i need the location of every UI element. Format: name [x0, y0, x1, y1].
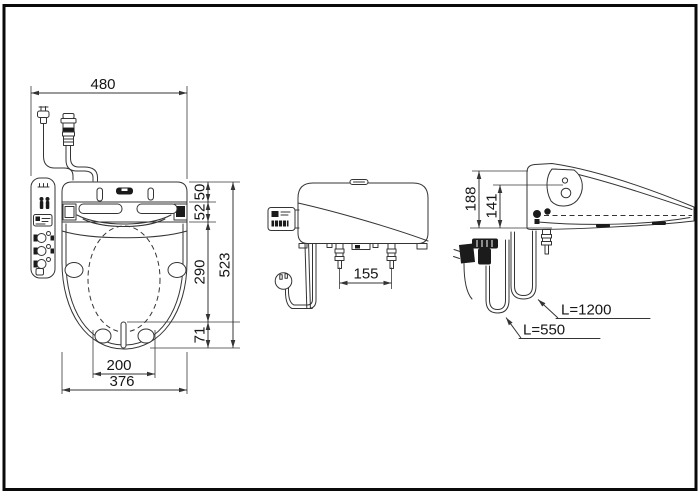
power-plug-front-icon [274, 272, 293, 290]
side-view: 188 141 L=1200 L=550 [453, 163, 695, 339]
hinge-bracket [546, 168, 583, 207]
side-control-panel [267, 207, 300, 231]
dim-overall-height: 188 [463, 186, 480, 211]
dim-hinge-height: 141 [484, 193, 501, 218]
front-view: 155 [267, 179, 429, 309]
water-inlet-valve-icon [60, 113, 98, 182]
power-plug-icon [37, 106, 74, 181]
control-panel [30, 177, 56, 279]
power-cord-loop [463, 239, 510, 314]
label-water-hose-length: L=1200 [561, 302, 611, 319]
water-fitting-icon [541, 229, 552, 255]
water-hose-front [304, 243, 313, 309]
top-view: 480 [30, 76, 240, 394]
dim-connector-spacing: 155 [353, 266, 378, 283]
dim-overall-depth: 523 [217, 252, 234, 277]
dim-seat-width: 376 [109, 373, 134, 390]
label-power-cord-length: L=550 [523, 322, 565, 339]
dim-opening-depth: 290 [192, 259, 209, 284]
dim-front-offset: 71 [192, 327, 209, 344]
dim-overall-width: 480 [90, 76, 115, 93]
power-plug-assembly-icon [453, 238, 498, 265]
dim-slot-spacing: 200 [106, 357, 131, 374]
dim-hinge-depth: 52 [192, 204, 209, 221]
dim-tank-depth: 50 [192, 184, 209, 201]
hose-connector-left [334, 243, 345, 269]
water-hose-loop [510, 230, 537, 300]
